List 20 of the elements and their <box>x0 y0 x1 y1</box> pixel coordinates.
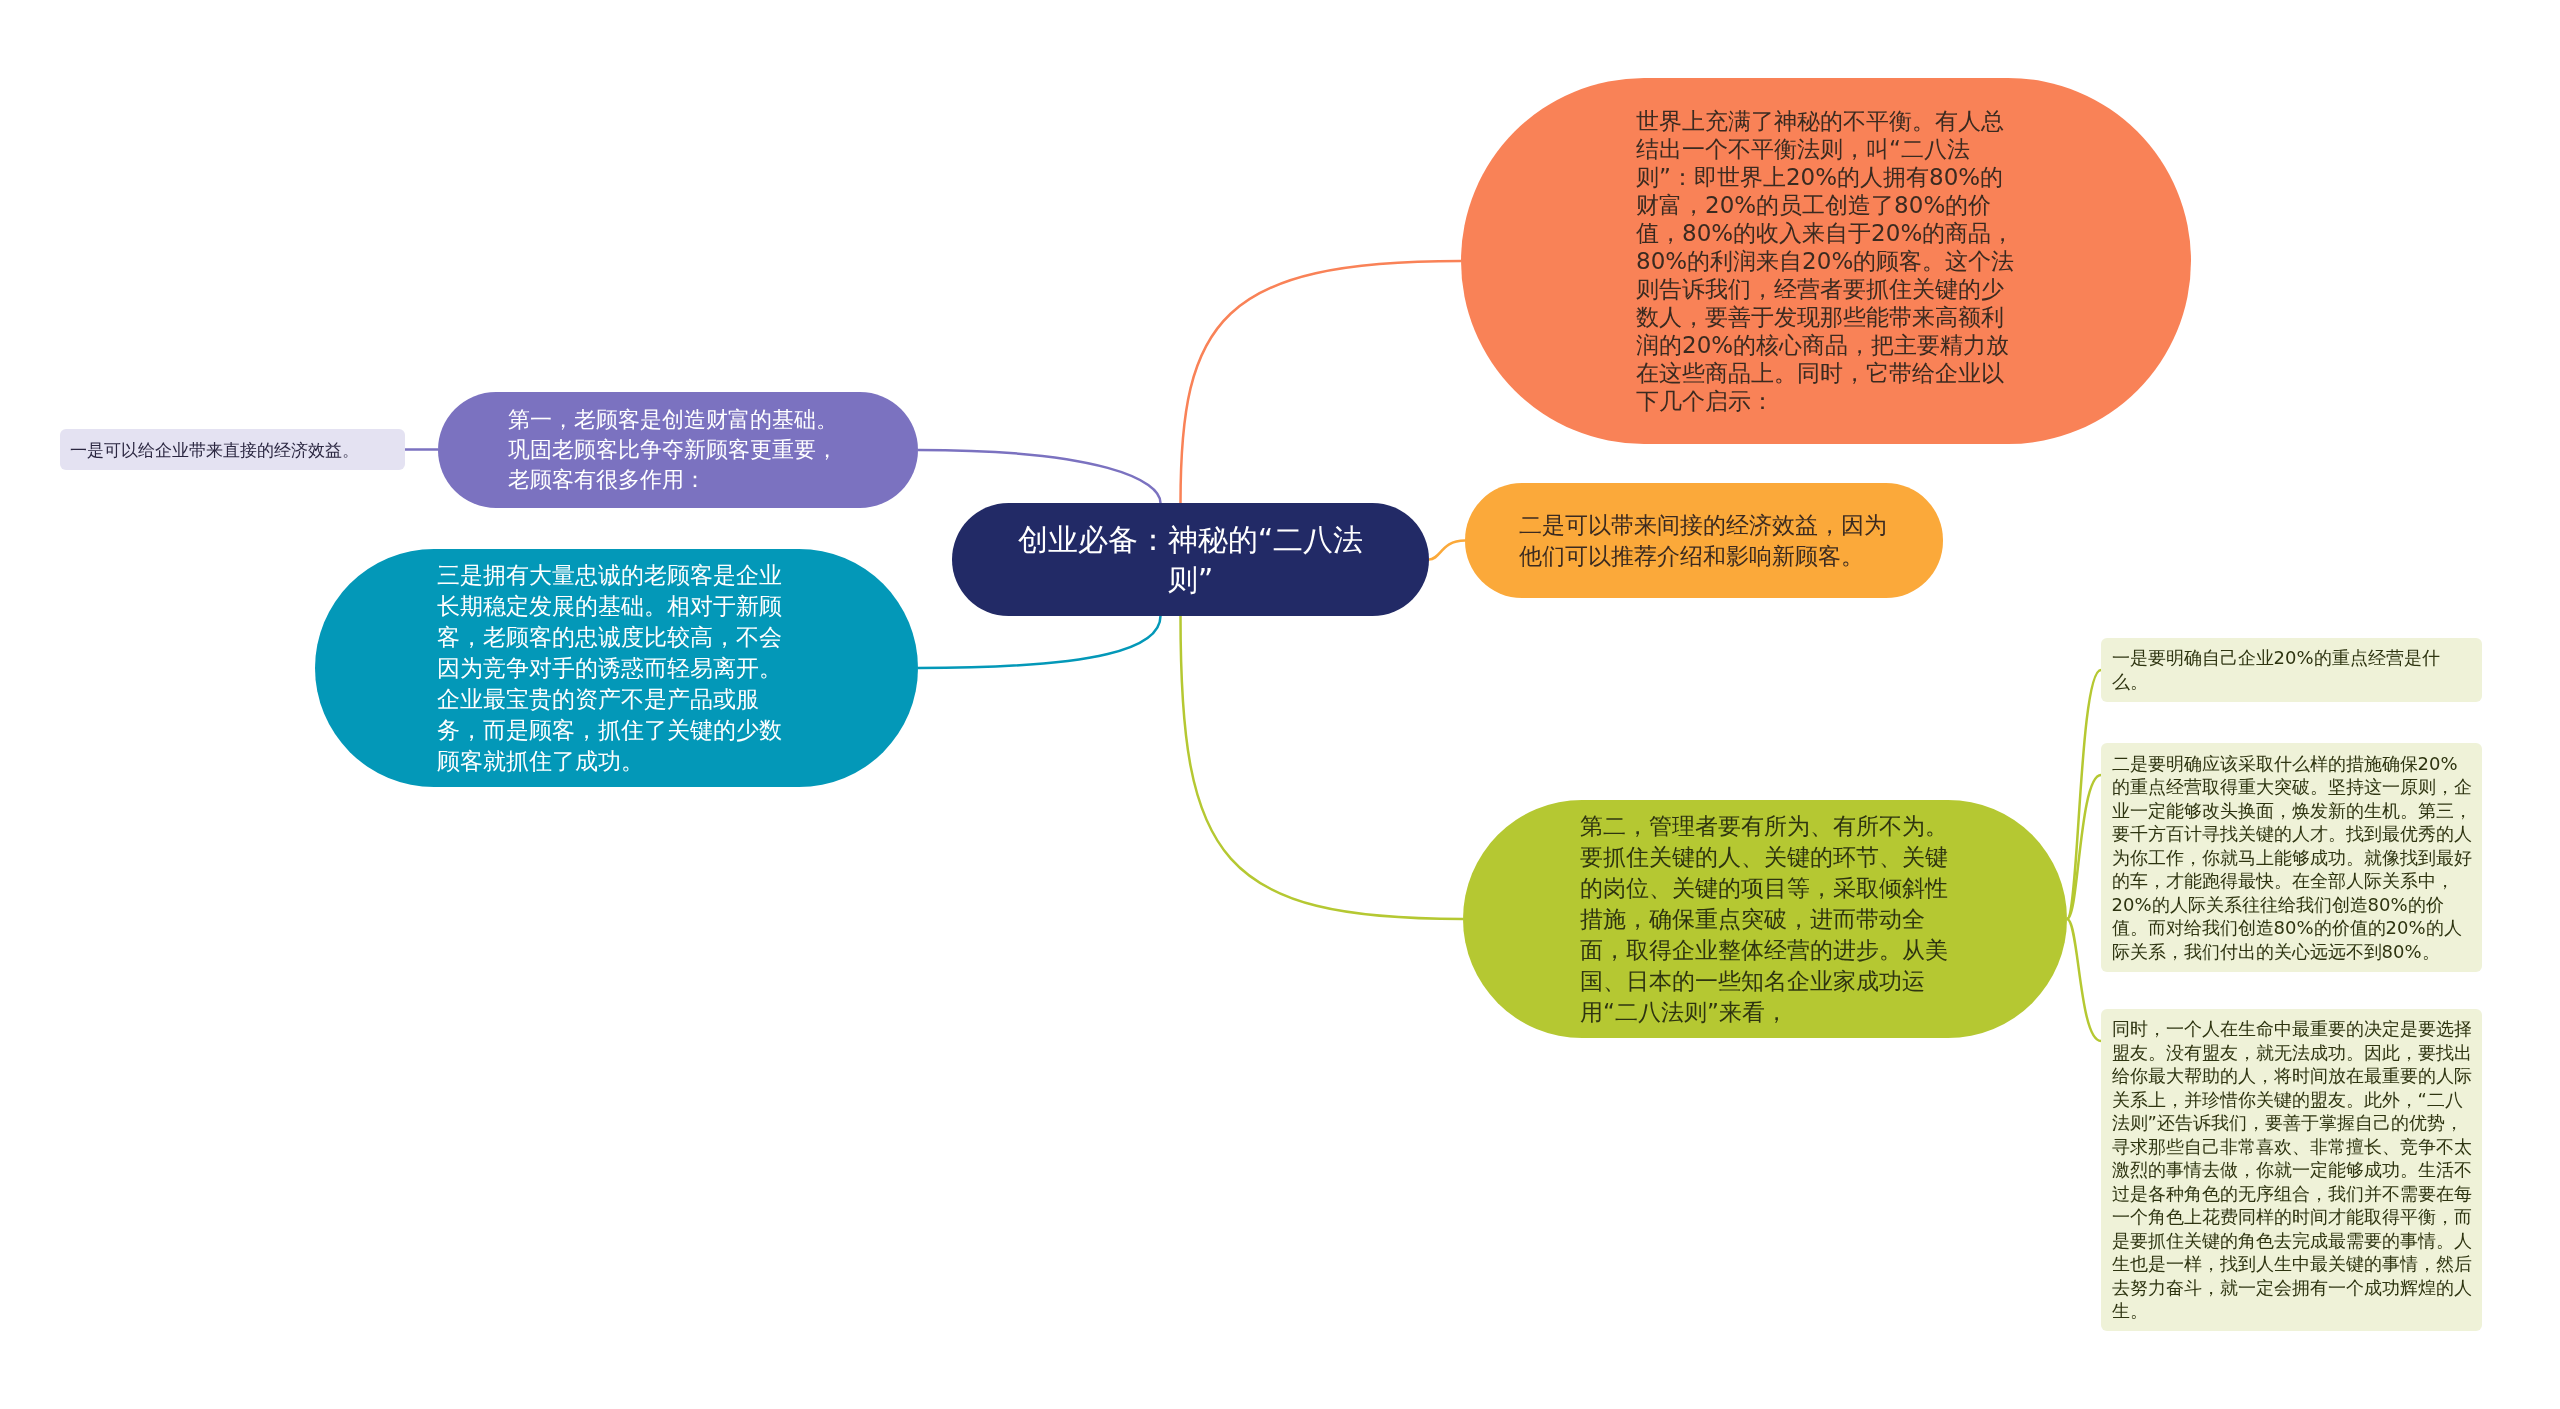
connector-line <box>918 448 1162 504</box>
connector-line <box>1179 615 1464 921</box>
connector-line <box>405 448 438 451</box>
node-text: 第二，管理者要有所为、有所不为。要抓住关键的人、关键的环节、关键的岗位、关键的项目等，采取倾斜性措施，确保重点突破，进而带动全面，取得企业整体经营的进步。从美国、日本的一些知名企业家成功运用“二八法则”来看， <box>1580 811 1949 1027</box>
connector-line <box>2066 773 2102 920</box>
node-text: 同时，一个人在生命中最重要的决定是要选择盟友。没有盟友，就无法成功。因此，要找出给你最大帮助的人，将时间放在最重要的人际关系上，并珍惜你关键的盟友。此外，“二八法则”还告诉我们，要善于掌握自己的优势，寻求那些自己非常喜欢、非常擅长、竞争不太激烈的事情去做，你就一定能够成功。生活不过是各种角色的无序组合，我们并不需要在每一个角色上花费同样的时间才能取得平衡，而是要抓住关键的角色去完成最需要的事情。人生也是一样，找到人生中最关键的事情，然后去努力奋斗，就一定会拥有一个成功辉煌的人生。 <box>2111 1017 2472 1323</box>
connector-line <box>2066 918 2102 1043</box>
note-box <box>2101 638 2482 702</box>
connector-line <box>918 615 1162 670</box>
node-text: 创业必备：神秘的“二八法则” <box>1016 520 1365 599</box>
node-text: 第一，老顾客是创造财富的基础。巩固老顾客比争夺新顾客更重要，老顾客有很多作用： <box>508 406 839 494</box>
node-text: 一是可以给企业带来直接的经济效益。 <box>70 438 360 462</box>
node-text: 二是要明确应该采取什么样的措施确保20%的重点经营取得重大突破。坚持这一原则，企业一定能够改头换面，焕发新的生机。第三，要千方百计寻找关键的人才。找到最优秀的人为你工作，你就马上能够成功。就像找到最好的车，才能跑得最快。在全部人际关系中，20%的人际关系往往给我们创造80%的价值。而对给我们创造80%的价值的20%的人际关系，我们付出的关心远远不到80%。 <box>2111 751 2472 964</box>
node-text: 三是拥有大量忠诚的老顾客是企业长期稳定发展的基础。相对于新顾客，老顾客的忠诚度比较高，不会因为竞争对手的诱惑而轻易离开。企业最宝贵的资产不是产品或服务，而是顾客，抓住了关键的少数顾客就抓住了成功。 <box>436 560 783 776</box>
node-text: 一是要明确自己企业20%的重点经营是什么。 <box>2111 646 2441 694</box>
note-box <box>60 429 405 470</box>
connector-line <box>1428 539 1466 561</box>
node-text: 二是可以带来间接的经济效益，因为他们可以推荐介绍和影响新顾客。 <box>1519 510 1888 571</box>
connector-line <box>1179 259 1462 504</box>
node-text: 世界上充满了神秘的不平衡。有人总结出一个不平衡法则，叫“二八法则”：即世界上20%的人拥有80%的财富，20%的员工创造了80%的价值，80%的收入来自于20%的商品，80%的利润来自20%的顾客。这个法则告诉我们，经营者要抓住关键的少数人，要善于发现那些能带来高额利润的20%的核心商品，把主要精力放在这些商品上。同时，它带给企业以下几个启示： <box>1636 107 2016 415</box>
